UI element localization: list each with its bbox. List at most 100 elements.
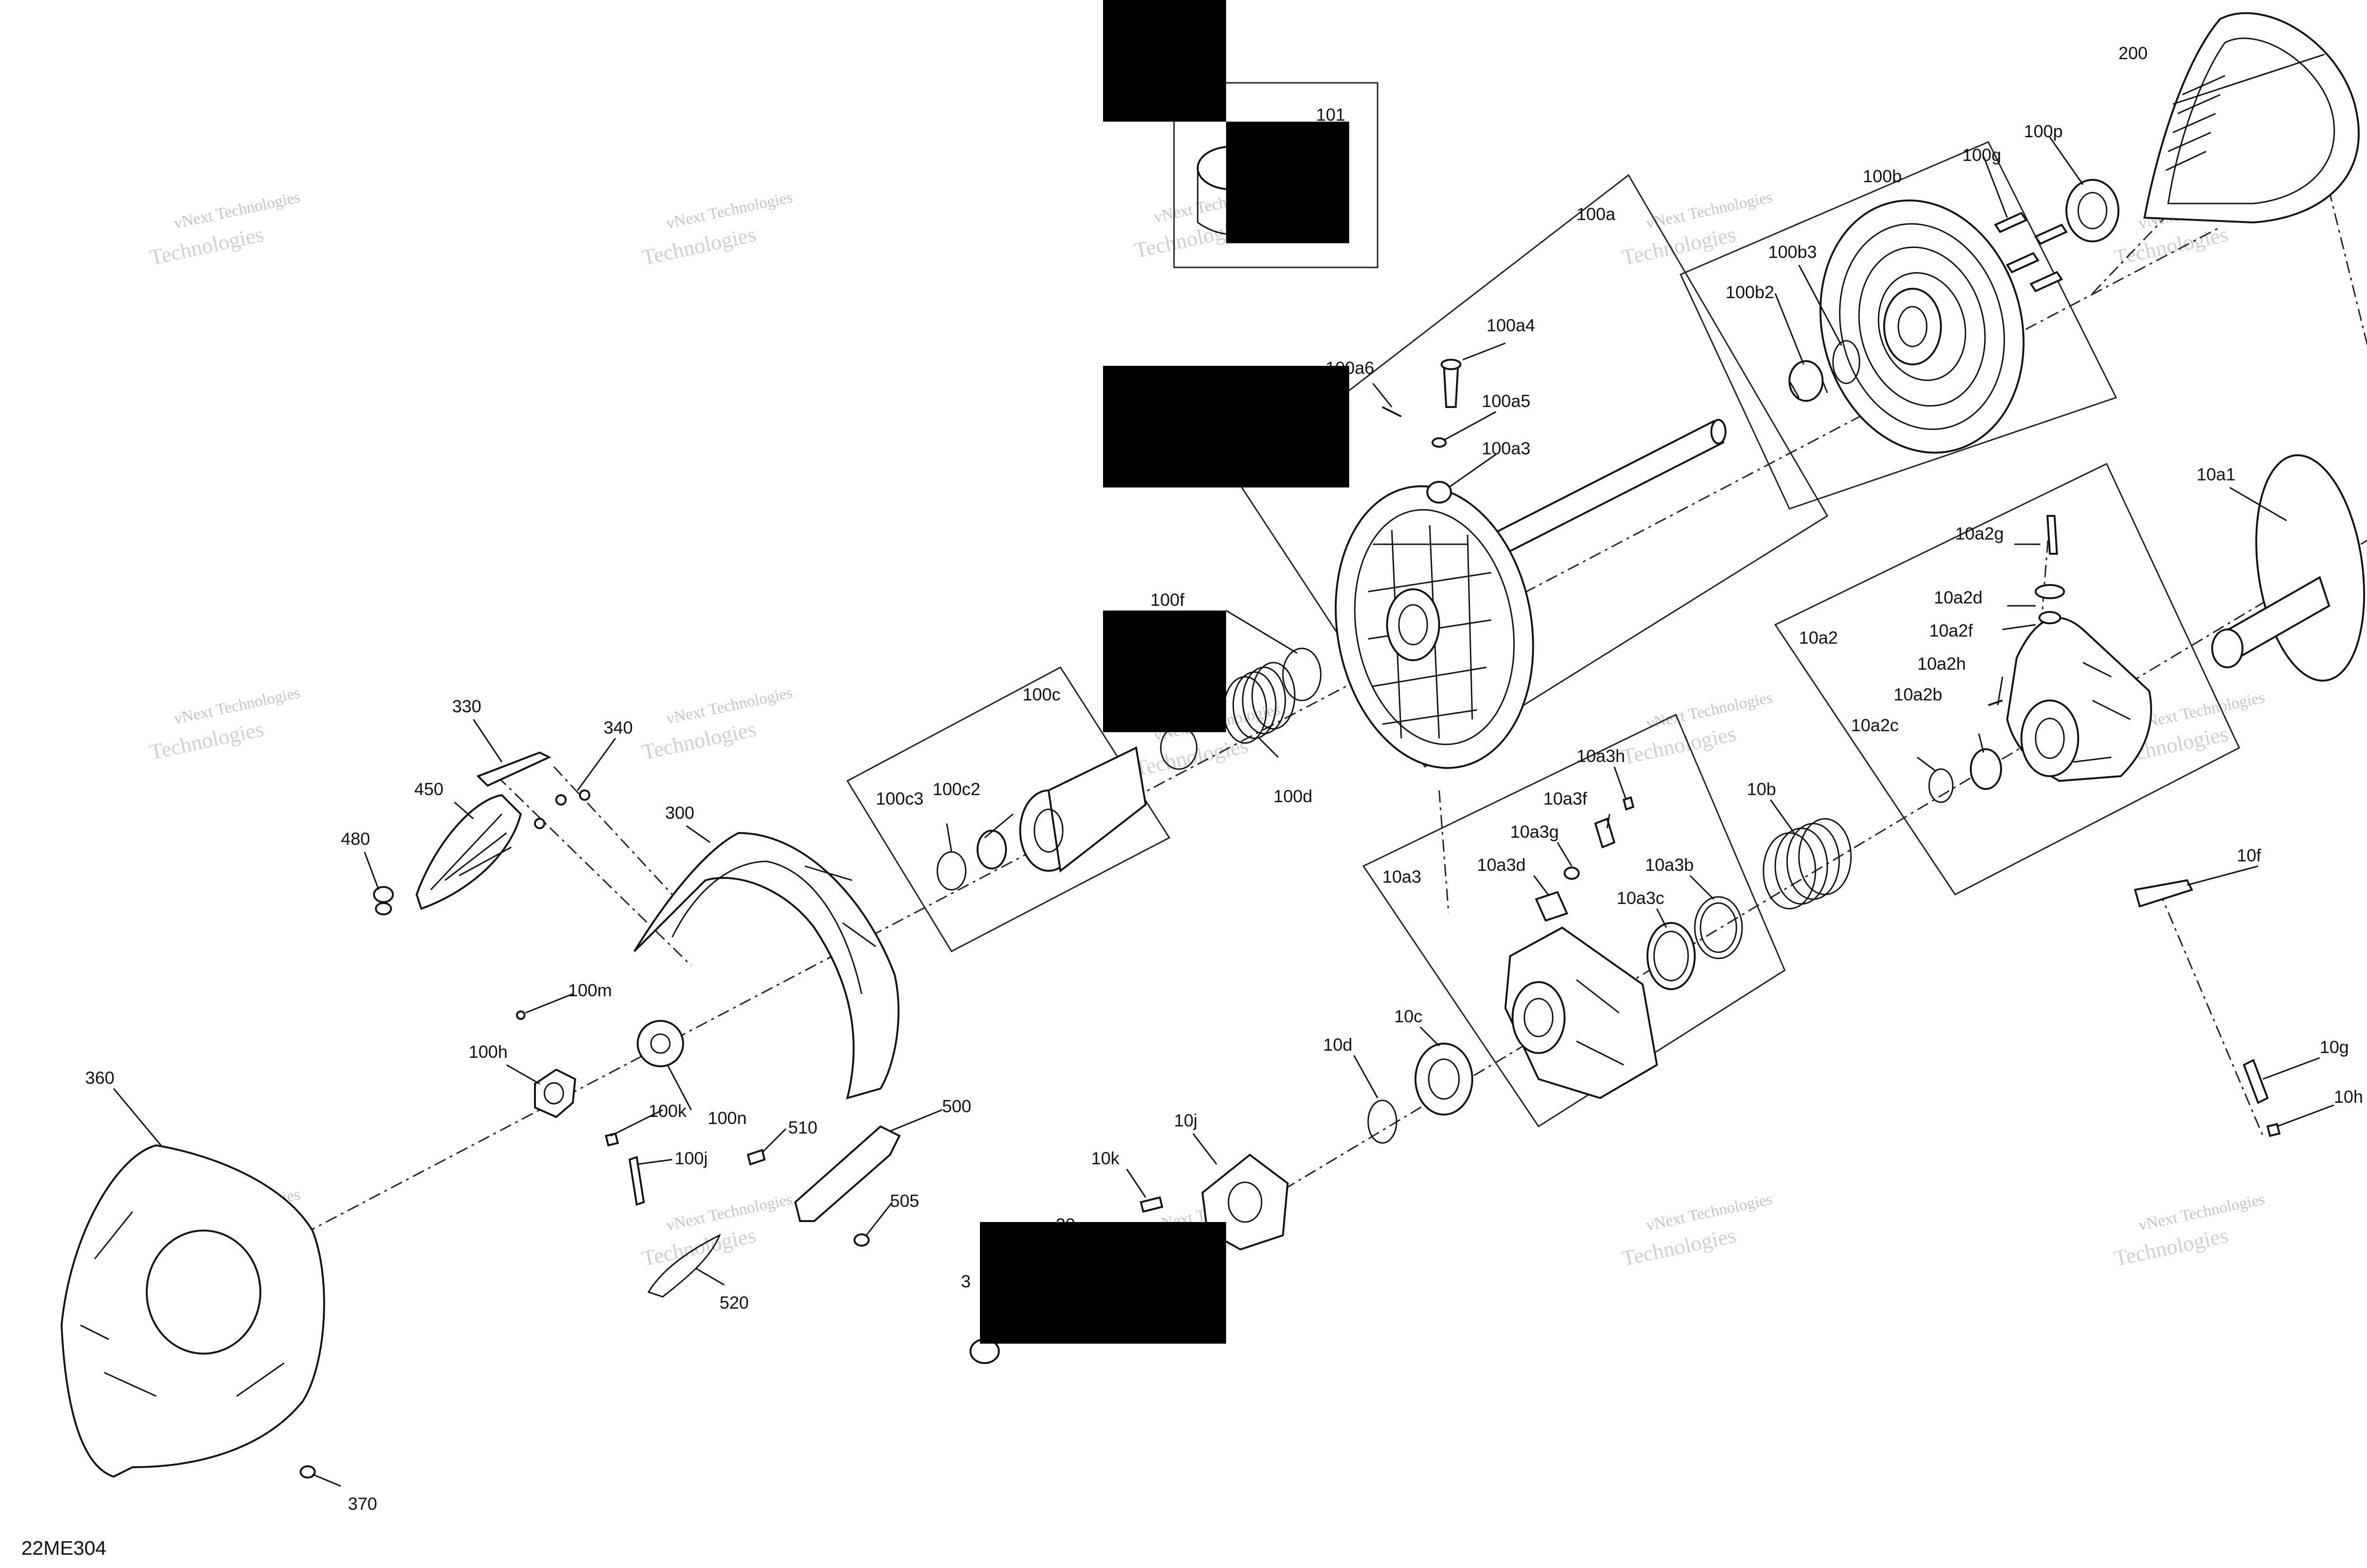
label-100k: 100k: [649, 1101, 687, 1121]
label-10b: 10b: [1747, 780, 1776, 799]
part-100b-sheave: [1819, 199, 2025, 454]
part-10a3-fasteners: [1535, 796, 1635, 922]
label-10a2h: 10a2h: [1917, 654, 1966, 673]
label-10a2d: 10a2d: [1934, 588, 1983, 607]
part-510-screw: [747, 1149, 766, 1166]
watermark-text: Technologies: [2112, 1223, 2230, 1271]
label-500: 500: [942, 1097, 971, 1116]
redaction-block: [1103, 366, 1349, 487]
watermark-text: Technologies: [147, 717, 266, 764]
label-100j: 100j: [675, 1149, 708, 1168]
part-100c3-ring: [936, 851, 967, 891]
part-10b-spring: [1762, 818, 1852, 910]
part-520-clip: [647, 1233, 721, 1298]
redaction-block: [1226, 122, 1349, 243]
part-480-bolt: [373, 886, 394, 915]
part-10a2-fasteners: [1988, 515, 2065, 706]
label-100g: 100g: [1962, 145, 2001, 165]
label-10a2g: 10a2g: [1955, 524, 2004, 543]
watermark-text: Technologies: [1132, 733, 1250, 781]
label-200: 200: [2118, 44, 2148, 63]
label-100c: 100c: [1023, 685, 1060, 704]
label-100a4: 100a4: [1486, 316, 1535, 335]
frame-10a2: [1774, 462, 2240, 895]
label-10d: 10d: [1323, 1035, 1353, 1054]
label-300: 300: [665, 803, 694, 823]
label-100a3: 100a3: [1482, 439, 1531, 458]
part-100a-sheave: [1335, 485, 1534, 769]
label-101: 101: [1316, 105, 1345, 124]
part-10g-pin: [2242, 1059, 2269, 1104]
label-480: 480: [341, 829, 370, 849]
part-10a2c-ring: [1928, 768, 1954, 803]
guard-bolt-axis: [496, 775, 692, 966]
part-300-guard: [633, 832, 899, 1099]
part-10k-screw: [1139, 1196, 1164, 1213]
part-10a3c-bearing: [1646, 922, 1696, 990]
label-520: 520: [720, 1293, 749, 1312]
part-100m-washer: [516, 1010, 525, 1020]
label-10h: 10h: [2334, 1087, 2363, 1107]
part-10a2-sheave: [2006, 617, 2152, 782]
watermark-text: vNext Technologies: [665, 188, 794, 232]
label-10a2f: 10a2f: [1929, 621, 1973, 640]
watermark-text: Technologies: [1620, 1223, 1738, 1271]
label-10a2b: 10a2b: [1894, 685, 1942, 704]
watermark-text: Technologies: [640, 222, 758, 270]
cam-axis: [1438, 790, 1450, 914]
label-30: 3: [961, 1272, 971, 1291]
part-505-nut: [854, 1233, 870, 1247]
part-100c-cam: [1019, 746, 1147, 873]
watermark-text: Technologies: [640, 717, 758, 764]
support-axis: [2158, 889, 2264, 1136]
part-10d-ring: [1367, 1099, 1397, 1144]
part-370-nut: [300, 1465, 316, 1479]
label-10g: 10g: [2320, 1037, 2349, 1057]
part-100a-fasteners: [1382, 359, 1461, 504]
watermark-text: Technologies: [1620, 721, 1738, 769]
label-10a3: 10a3: [1382, 867, 1421, 886]
part-10c-seal: [1415, 1043, 1473, 1116]
part-100n-washer: [637, 1020, 684, 1067]
part-360-housing: [60, 1144, 325, 1478]
label-10f: 10f: [2237, 846, 2261, 865]
frame-100c: [846, 666, 1171, 952]
watermark-text: Technologies: [147, 222, 266, 270]
label-330: 330: [452, 697, 481, 716]
label-100n: 100n: [708, 1108, 747, 1128]
label-100b2: 100b2: [1726, 283, 1774, 302]
part-10h-screw: [2266, 1123, 2281, 1137]
label-100p: 100p: [2024, 122, 2063, 141]
watermark-text: Technologies: [2112, 222, 2230, 270]
label-100f: 100f: [1150, 590, 1185, 610]
redaction-block: [980, 1222, 1226, 1344]
part-100f-ring: [1282, 647, 1322, 701]
label-370: 370: [348, 1494, 377, 1514]
part-100c2-bushing: [977, 830, 1007, 869]
callout-labels: 101 100a 100b 100b2 100b3 100g 100p 200 …: [85, 44, 2363, 1514]
label-510: 510: [788, 1118, 818, 1137]
label-505: 505: [890, 1191, 919, 1211]
redaction-block: [1103, 0, 1226, 122]
label-10a2c: 10a2c: [1851, 716, 1899, 735]
part-100h-hub: [534, 1068, 577, 1118]
label-360: 360: [85, 1068, 115, 1088]
label-10k: 10k: [1091, 1149, 1120, 1168]
part-10a1-sheave: [2211, 454, 2365, 682]
part-100j-bolt: [628, 1156, 645, 1206]
label-10a2: 10a2: [1799, 628, 1838, 647]
frame-10a3: [1362, 713, 1786, 1128]
redaction-block: [1103, 611, 1226, 732]
part-10a3-spider: [1504, 926, 1658, 1099]
label-10j: 10j: [1174, 1111, 1197, 1130]
drawing-code: 22ME304: [21, 1537, 107, 1559]
label-10c: 10c: [1394, 1007, 1423, 1026]
label-450: 450: [414, 780, 444, 799]
part-500-bracket: [794, 1125, 901, 1222]
part-100b2-bushing: [1789, 360, 1828, 402]
part-100g-bolts: [1994, 212, 2068, 292]
label-10a3f: 10a3f: [1543, 789, 1587, 808]
label-10a1: 10a1: [2197, 465, 2235, 484]
part-100p-seal: [2065, 179, 2119, 242]
